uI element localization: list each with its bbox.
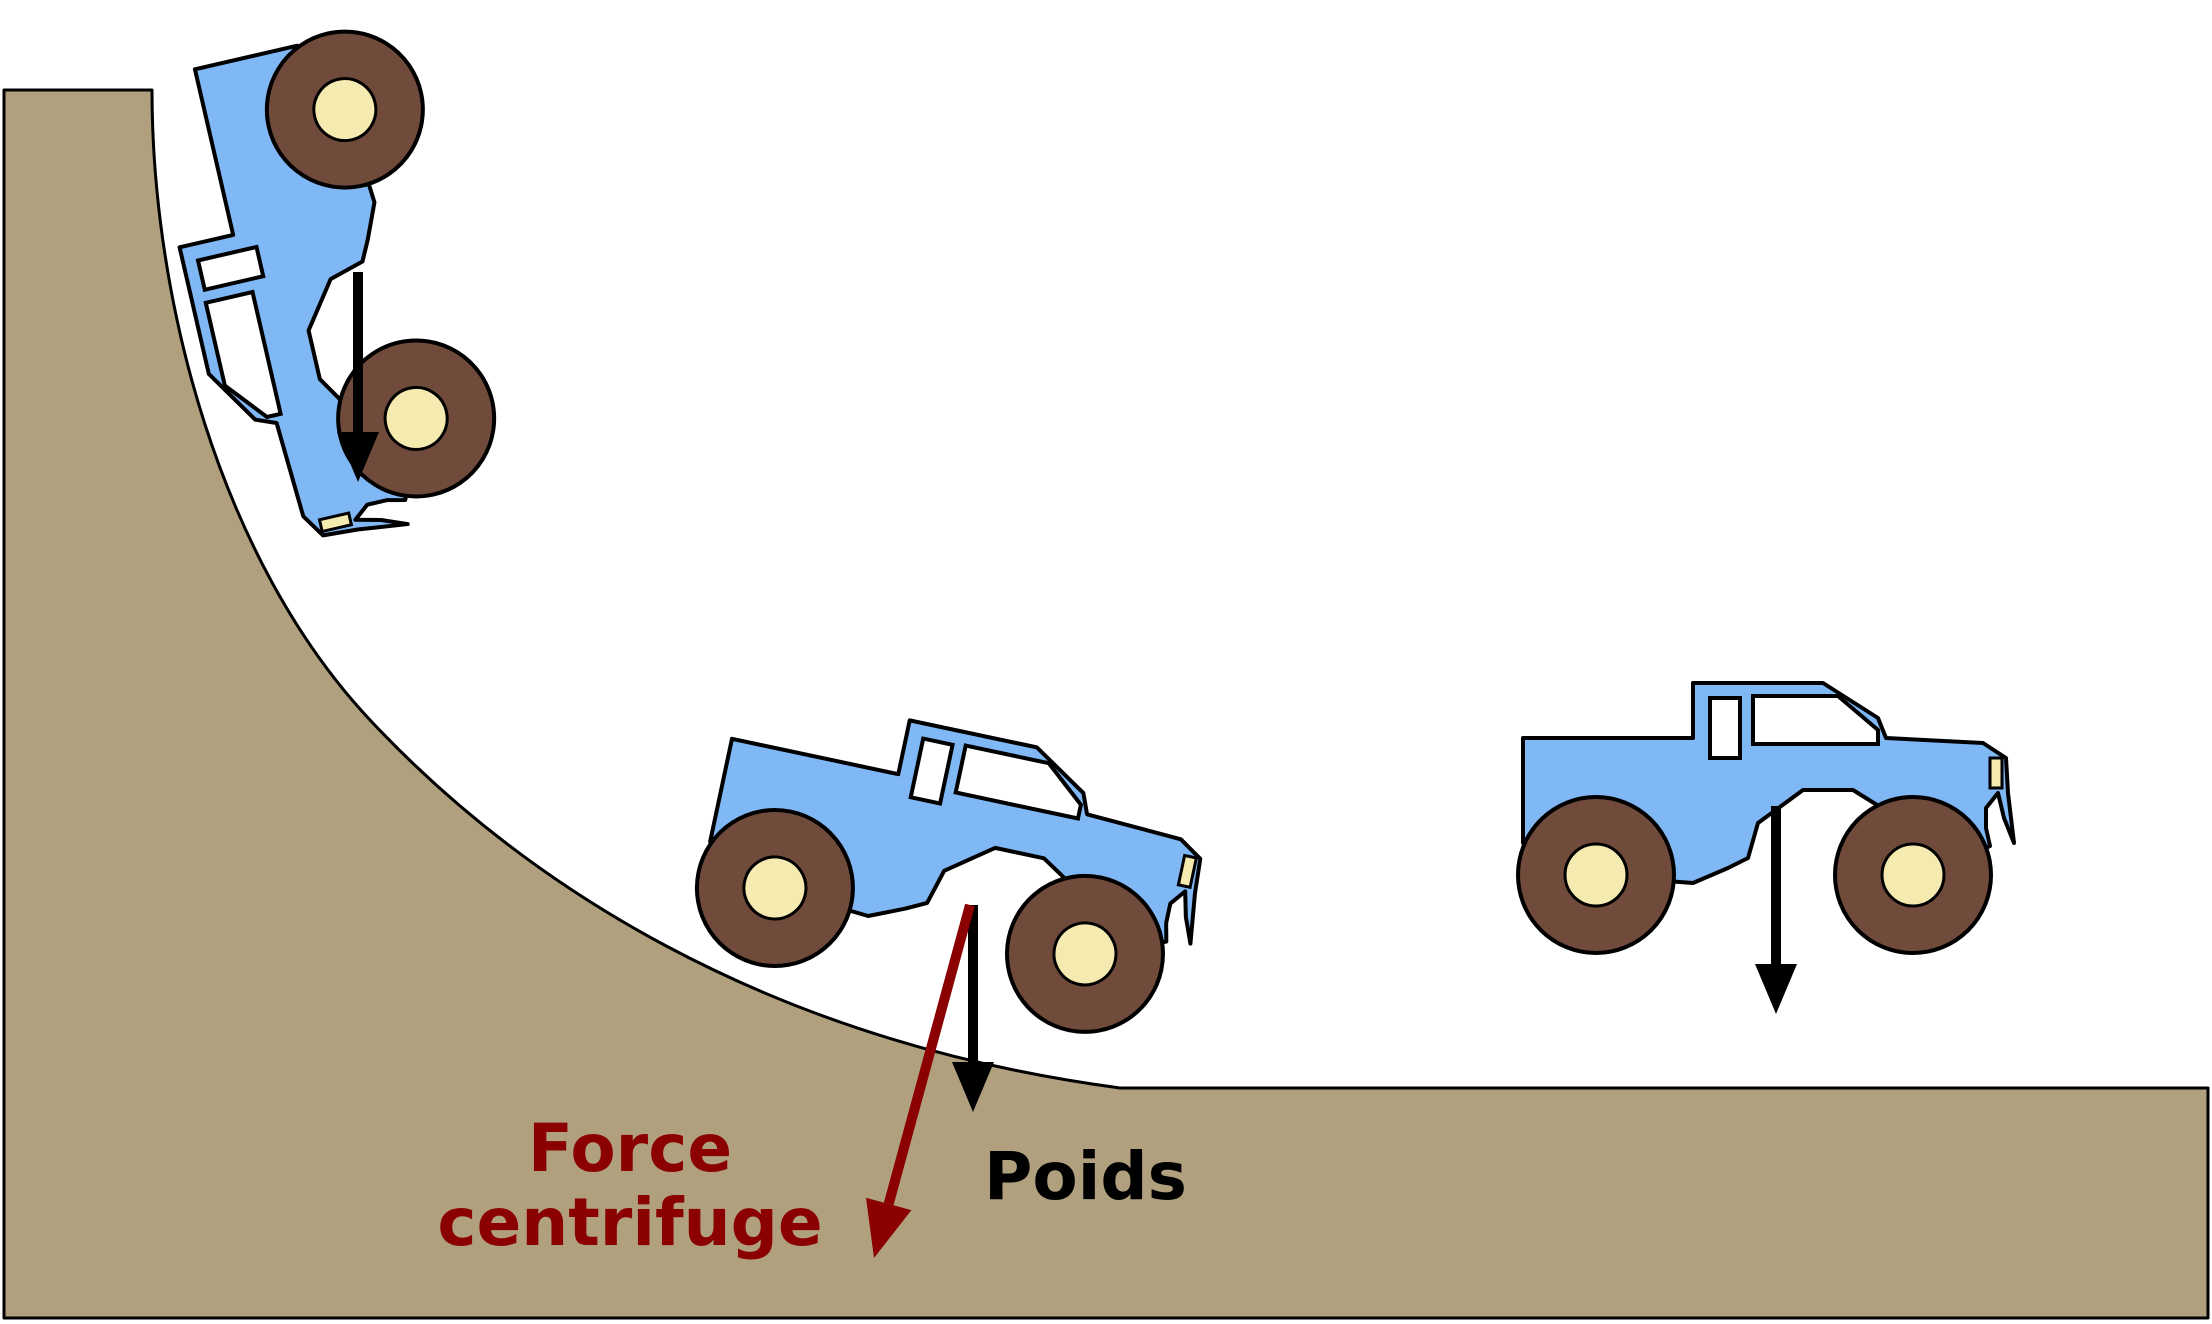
ground-ramp xyxy=(2,88,2210,1320)
centrifugal-force-label-line1: Force xyxy=(527,1110,733,1187)
weight-arrow-flat-icon-head xyxy=(1755,964,1797,1014)
weight-label: Poids xyxy=(984,1138,1187,1215)
centrifugal-arrow-icon-shaft xyxy=(883,903,975,1206)
centrifugal-force-label: Force centrifuge xyxy=(430,1112,830,1260)
weight-arrow-bottom-icon-head xyxy=(952,1062,994,1112)
weight-arrow-top-icon-head xyxy=(337,432,379,482)
centrifugal-arrow-icon-head xyxy=(866,1197,912,1258)
truck-flat-icon xyxy=(1513,681,2016,955)
centrifugal-force-label-line2: centrifuge xyxy=(437,1183,823,1261)
scene-marks xyxy=(2,11,2210,1320)
